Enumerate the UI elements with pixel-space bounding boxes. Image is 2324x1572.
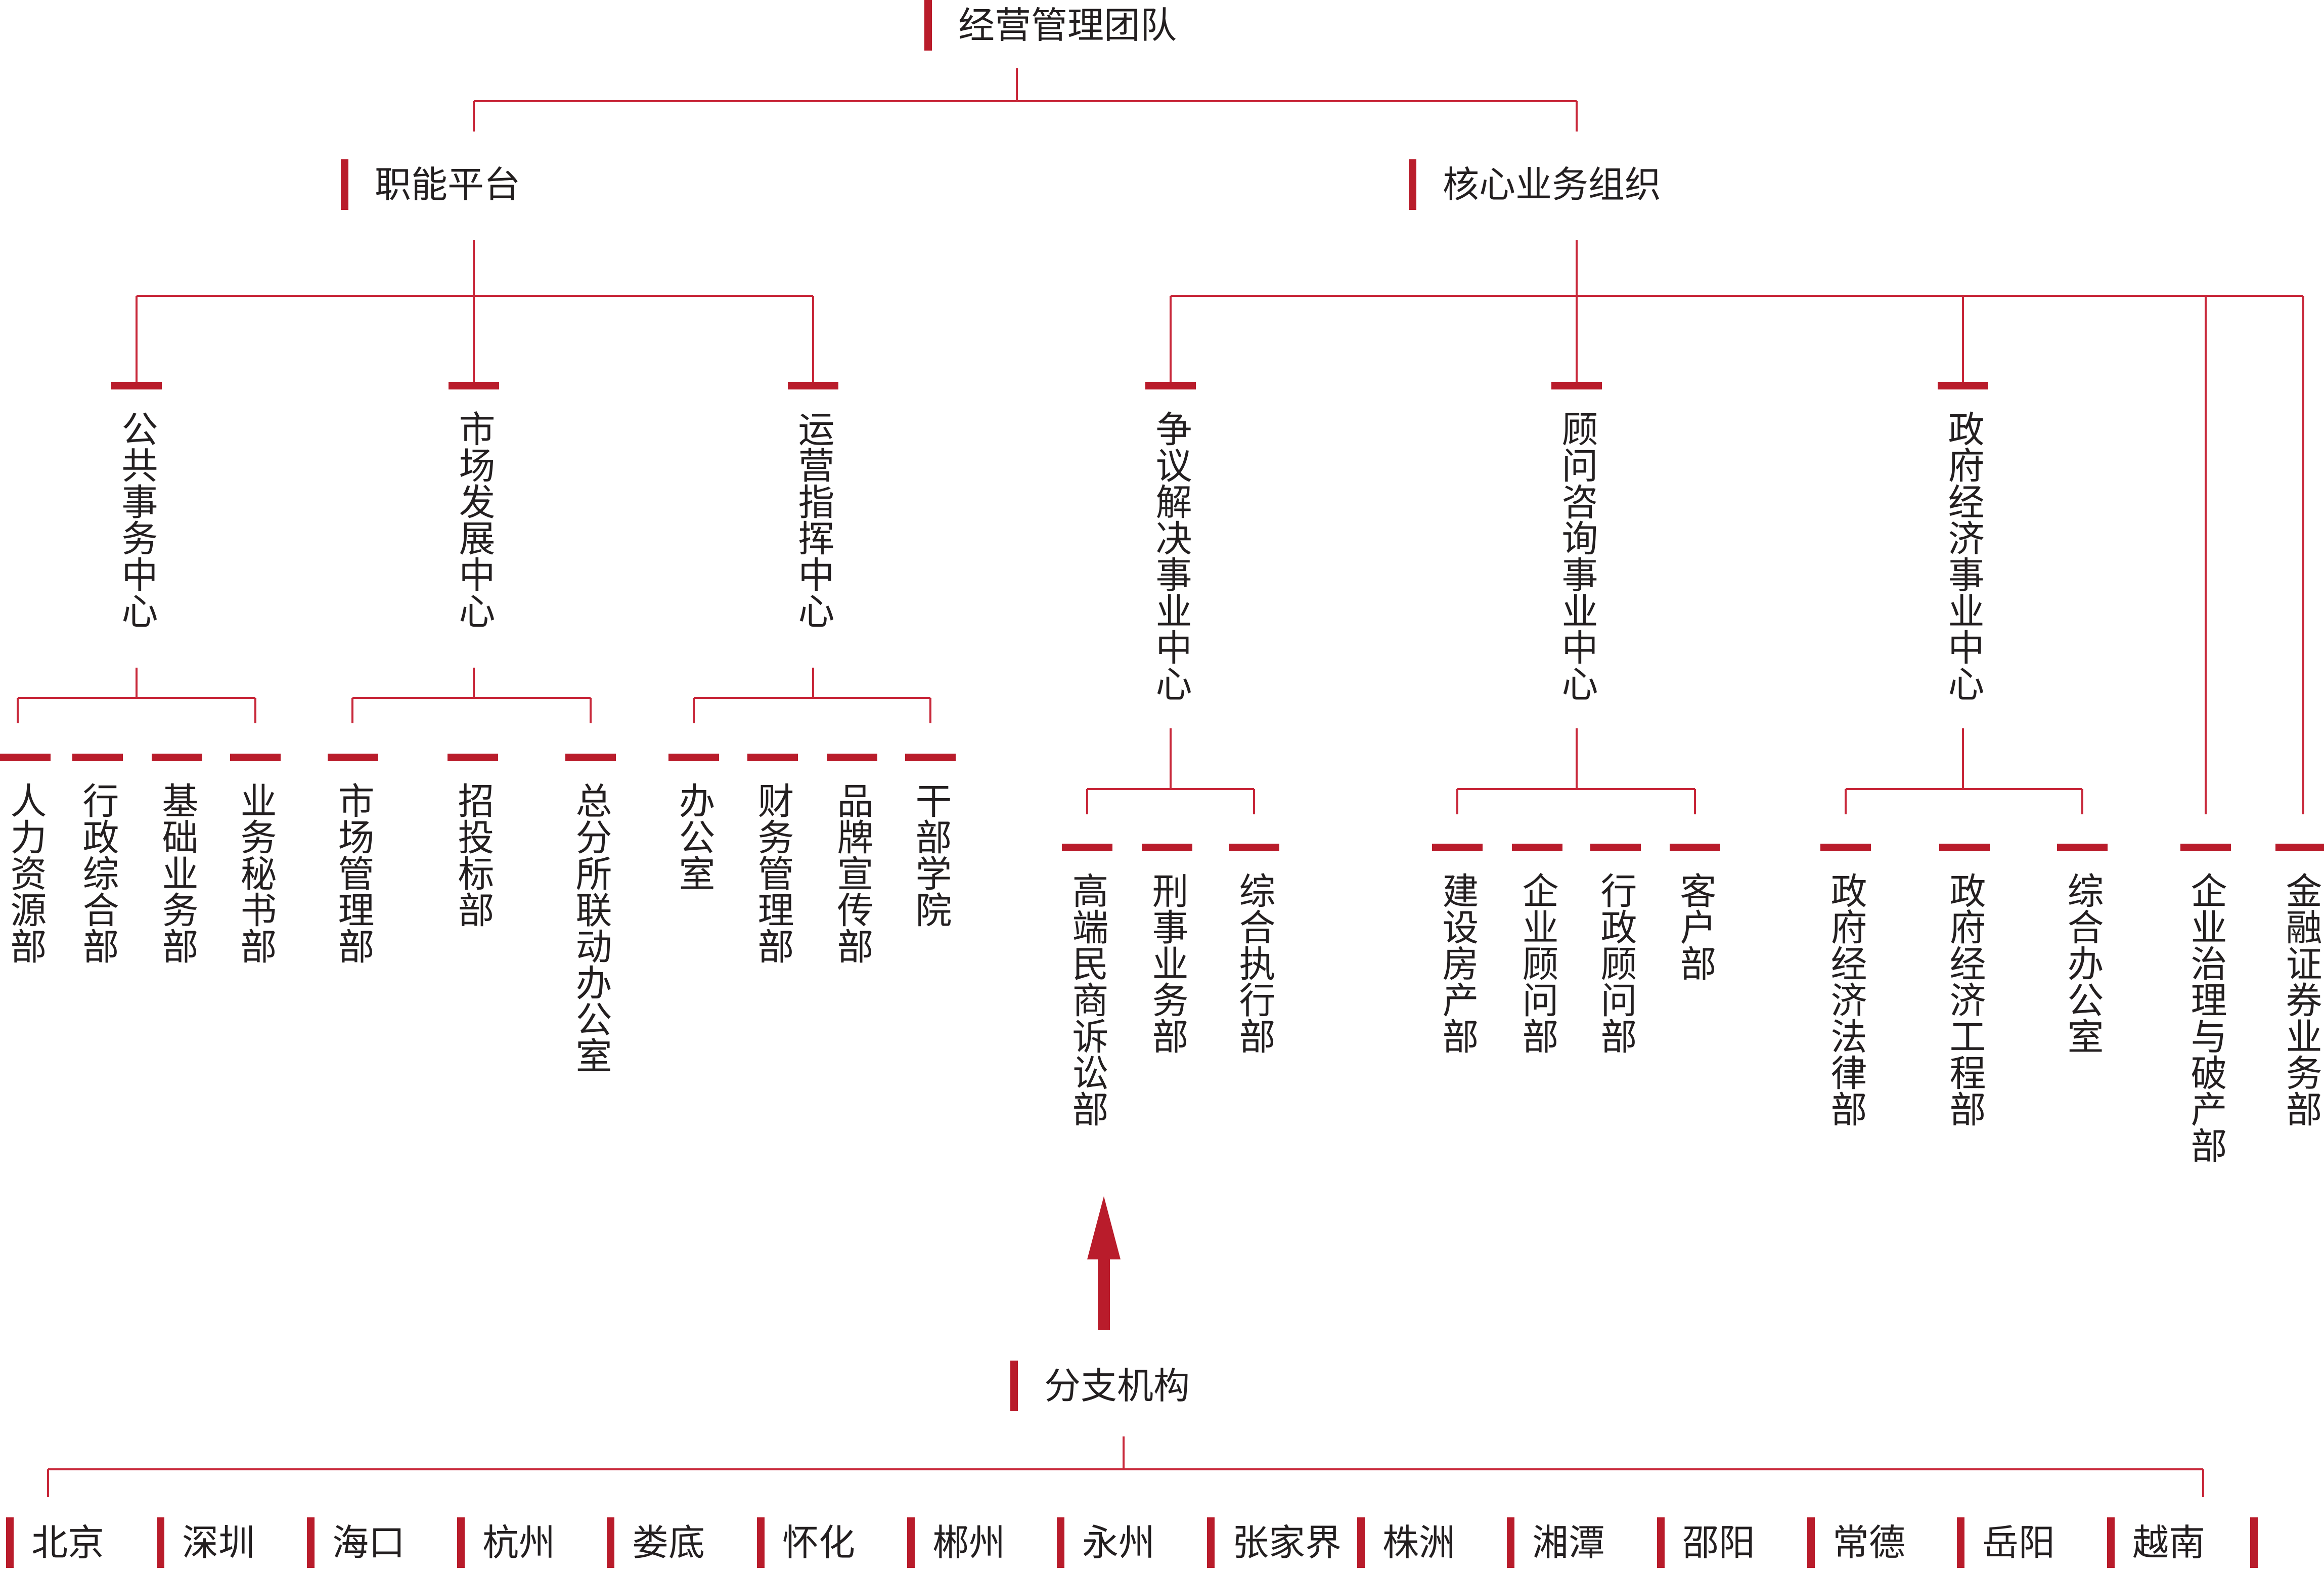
branch-city: 邵阳 <box>1657 1517 1755 1568</box>
dept-label: 企业治理与破产部 <box>2184 872 2227 1163</box>
branch-city: 永州 <box>1057 1517 1155 1568</box>
accent-bar <box>1409 159 1416 210</box>
city-label: 郴州 <box>932 1521 1006 1564</box>
top-management-label: 经营管理团队 <box>958 4 1177 47</box>
branch-city: 深圳 <box>157 1517 255 1568</box>
branches-label: 分支机构 <box>1044 1365 1190 1407</box>
city-label: 张家界 <box>1232 1521 1342 1564</box>
end-accent-bar <box>2250 1517 2258 1568</box>
dept-label: 业务秘书部 <box>234 782 277 964</box>
top-management-node: 经营管理团队 <box>924 0 1177 51</box>
functional-platform-node: 职能平台 <box>341 159 520 210</box>
dept-label: 高端民商诉讼部 <box>1066 872 1108 1127</box>
accent-bar <box>341 159 348 210</box>
center-label: 运营指挥中心 <box>792 410 834 629</box>
dept-label: 行政综合部 <box>76 782 119 964</box>
dept-label: 行政顾问部 <box>1594 872 1637 1054</box>
branch-city: 北京 <box>6 1517 104 1568</box>
city-label: 北京 <box>31 1521 105 1564</box>
dept-label: 政府经济工程部 <box>1943 872 1986 1127</box>
center-label: 公共事务中心 <box>115 410 158 629</box>
city-label: 深圳 <box>182 1521 255 1564</box>
dept-label: 招投标部 <box>452 782 494 928</box>
center-label: 顾问咨询事业中心 <box>1555 410 1598 702</box>
branch-city: 张家界 <box>1207 1517 1342 1568</box>
branch-city: 杭州 <box>457 1517 555 1568</box>
branch-city: 越南 <box>2107 1517 2205 1568</box>
dept-label: 办公室 <box>673 782 715 891</box>
up-arrow-icon <box>1087 1196 1121 1330</box>
functional-platform-label: 职能平台 <box>375 163 521 206</box>
dept-label: 品牌宣传部 <box>831 782 873 964</box>
branches-node: 分支机构 <box>1010 1361 1190 1411</box>
city-label: 越南 <box>2132 1521 2206 1564</box>
dept-label: 人力资源部 <box>4 782 47 964</box>
city-label: 岳阳 <box>1982 1521 2055 1564</box>
branch-city: 郴州 <box>907 1517 1005 1568</box>
dept-label: 客户部 <box>1674 872 1716 981</box>
branch-city: 湘潭 <box>1507 1517 1605 1568</box>
core-business-label: 核心业务组织 <box>1443 163 1662 206</box>
city-label: 株洲 <box>1382 1521 1456 1564</box>
city-label: 海口 <box>332 1521 406 1564</box>
city-label: 常德 <box>1833 1521 1906 1564</box>
center-label: 市场发展中心 <box>453 410 495 629</box>
dept-label: 刑事业务部 <box>1146 872 1188 1054</box>
dept-label: 企业顾问部 <box>1516 872 1558 1054</box>
dept-label: 综合执行部 <box>1233 872 1275 1054</box>
center-label: 争议解决事业中心 <box>1149 410 1192 702</box>
dept-label: 建设房产部 <box>1436 872 1479 1054</box>
core-business-node: 核心业务组织 <box>1409 159 1661 210</box>
accent-bar <box>924 0 932 51</box>
dept-label: 基础业务部 <box>156 782 198 964</box>
dept-label: 财务管理部 <box>751 782 794 964</box>
dept-label: 干部学院 <box>909 782 952 928</box>
city-label: 娄底 <box>632 1521 705 1564</box>
dept-label: 市场管理部 <box>332 782 374 964</box>
branch-city: 株洲 <box>1357 1517 1455 1568</box>
branch-city: 怀化 <box>757 1517 855 1568</box>
branch-city: 常德 <box>1807 1517 1905 1568</box>
dept-label: 金融证券业务部 <box>2280 872 2322 1127</box>
city-label: 永州 <box>1082 1521 1155 1564</box>
center-label: 政府经济事业中心 <box>1942 410 1984 702</box>
dept-label: 总分所联动办公室 <box>569 782 612 1073</box>
city-label: 邵阳 <box>1682 1521 1756 1564</box>
dept-label: 综合办公室 <box>2061 872 2104 1054</box>
dept-label: 政府经济法律部 <box>1824 872 1867 1127</box>
accent-bar <box>1010 1361 1018 1411</box>
branch-city: 娄底 <box>607 1517 705 1568</box>
branch-city: 海口 <box>307 1517 405 1568</box>
branch-city: 岳阳 <box>1957 1517 2055 1568</box>
city-label: 湘潭 <box>1532 1521 1605 1564</box>
city-label: 杭州 <box>482 1521 556 1564</box>
city-label: 怀化 <box>782 1521 856 1564</box>
